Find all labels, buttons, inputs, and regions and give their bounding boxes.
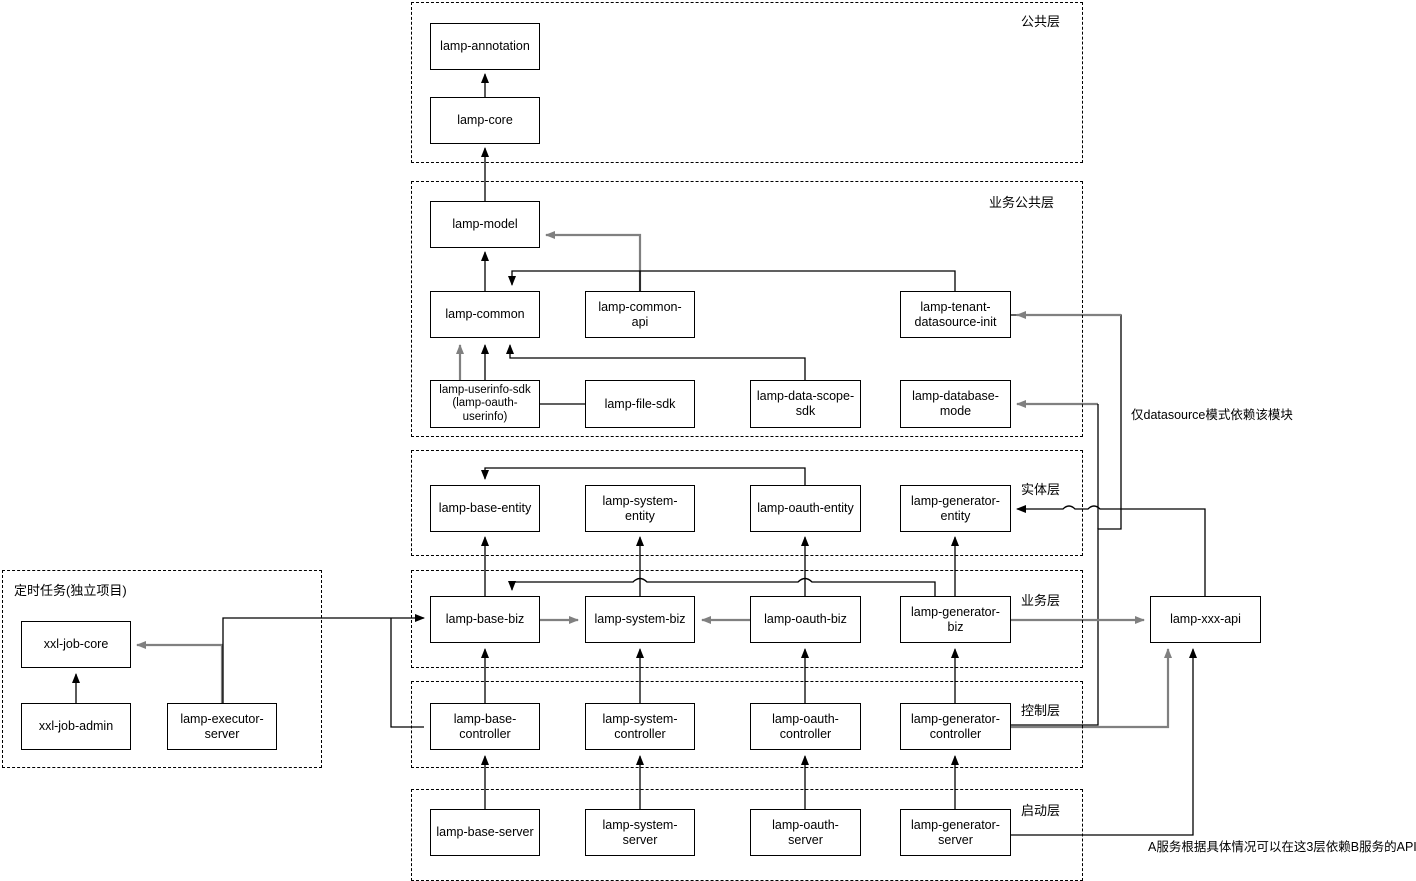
group-label-entity-layer: 实体层 xyxy=(1021,482,1061,497)
node-lamp-generator-controller[interactable]: lamp-generator-controller xyxy=(900,703,1011,750)
node-lamp-base-controller[interactable]: lamp-base-controller xyxy=(430,703,540,750)
group-biz-common-layer xyxy=(411,181,1083,437)
node-lamp-generator-biz[interactable]: lamp-generator-biz xyxy=(900,596,1011,643)
group-schedule-task xyxy=(2,570,322,768)
group-biz-layer xyxy=(411,570,1083,668)
node-lamp-userinfo-sdk[interactable]: lamp-userinfo-sdk (lamp-oauth-userinfo) xyxy=(430,380,540,428)
node-lamp-base-entity[interactable]: lamp-base-entity xyxy=(430,485,540,532)
node-xxl-job-admin[interactable]: xxl-job-admin xyxy=(21,703,131,750)
group-label-controller-layer: 控制层 xyxy=(1021,703,1061,718)
node-lamp-generator-server[interactable]: lamp-generator-server xyxy=(900,809,1011,856)
node-lamp-tenant-datasource-init[interactable]: lamp-tenant-datasource-init xyxy=(900,291,1011,338)
node-lamp-system-biz[interactable]: lamp-system-biz xyxy=(585,596,695,643)
group-controller-layer xyxy=(411,681,1083,768)
node-lamp-system-entity[interactable]: lamp-system-entity xyxy=(585,485,695,532)
node-lamp-model[interactable]: lamp-model xyxy=(430,201,540,248)
node-lamp-generator-entity[interactable]: lamp-generator-entity xyxy=(900,485,1011,532)
node-lamp-common-api[interactable]: lamp-common-api xyxy=(585,291,695,338)
node-lamp-file-sdk[interactable]: lamp-file-sdk xyxy=(585,380,695,428)
node-lamp-executor-server[interactable]: lamp-executor-server xyxy=(167,703,277,750)
node-lamp-common[interactable]: lamp-common xyxy=(430,291,540,338)
note-api-layer-dependency: A服务根据具体情况可以在这3层依赖B服务的API层 xyxy=(1148,840,1416,854)
group-entity-layer xyxy=(411,450,1083,556)
group-common-layer xyxy=(411,2,1083,163)
node-lamp-system-server[interactable]: lamp-system-server xyxy=(585,809,695,856)
node-lamp-system-controller[interactable]: lamp-system-controller xyxy=(585,703,695,750)
group-label-server-layer: 启动层 xyxy=(1021,803,1061,818)
group-label-common-layer: 公共层 xyxy=(1021,14,1061,29)
node-lamp-oauth-biz[interactable]: lamp-oauth-biz xyxy=(750,596,861,643)
group-label-schedule-task: 定时任务(独立项目) xyxy=(14,583,127,598)
node-lamp-database-mode[interactable]: lamp-database-mode xyxy=(900,380,1011,428)
node-lamp-annotation[interactable]: lamp-annotation xyxy=(430,23,540,70)
group-label-biz-layer: 业务层 xyxy=(1021,593,1061,608)
node-lamp-data-scope-sdk[interactable]: lamp-data-scope-sdk xyxy=(750,380,861,428)
node-lamp-base-biz[interactable]: lamp-base-biz xyxy=(430,596,540,643)
node-lamp-core[interactable]: lamp-core xyxy=(430,97,540,144)
note-datasource-mode: 仅datasource模式依赖该模块 xyxy=(1131,408,1293,422)
group-label-biz-common-layer: 业务公共层 xyxy=(989,195,1055,210)
node-lamp-base-server[interactable]: lamp-base-server xyxy=(430,809,540,856)
node-lamp-oauth-server[interactable]: lamp-oauth-server xyxy=(750,809,861,856)
node-lamp-oauth-controller[interactable]: lamp-oauth-controller xyxy=(750,703,861,750)
node-lamp-xxx-api[interactable]: lamp-xxx-api xyxy=(1150,596,1261,643)
node-xxl-job-core[interactable]: xxl-job-core xyxy=(21,621,131,668)
node-lamp-oauth-entity[interactable]: lamp-oauth-entity xyxy=(750,485,861,532)
